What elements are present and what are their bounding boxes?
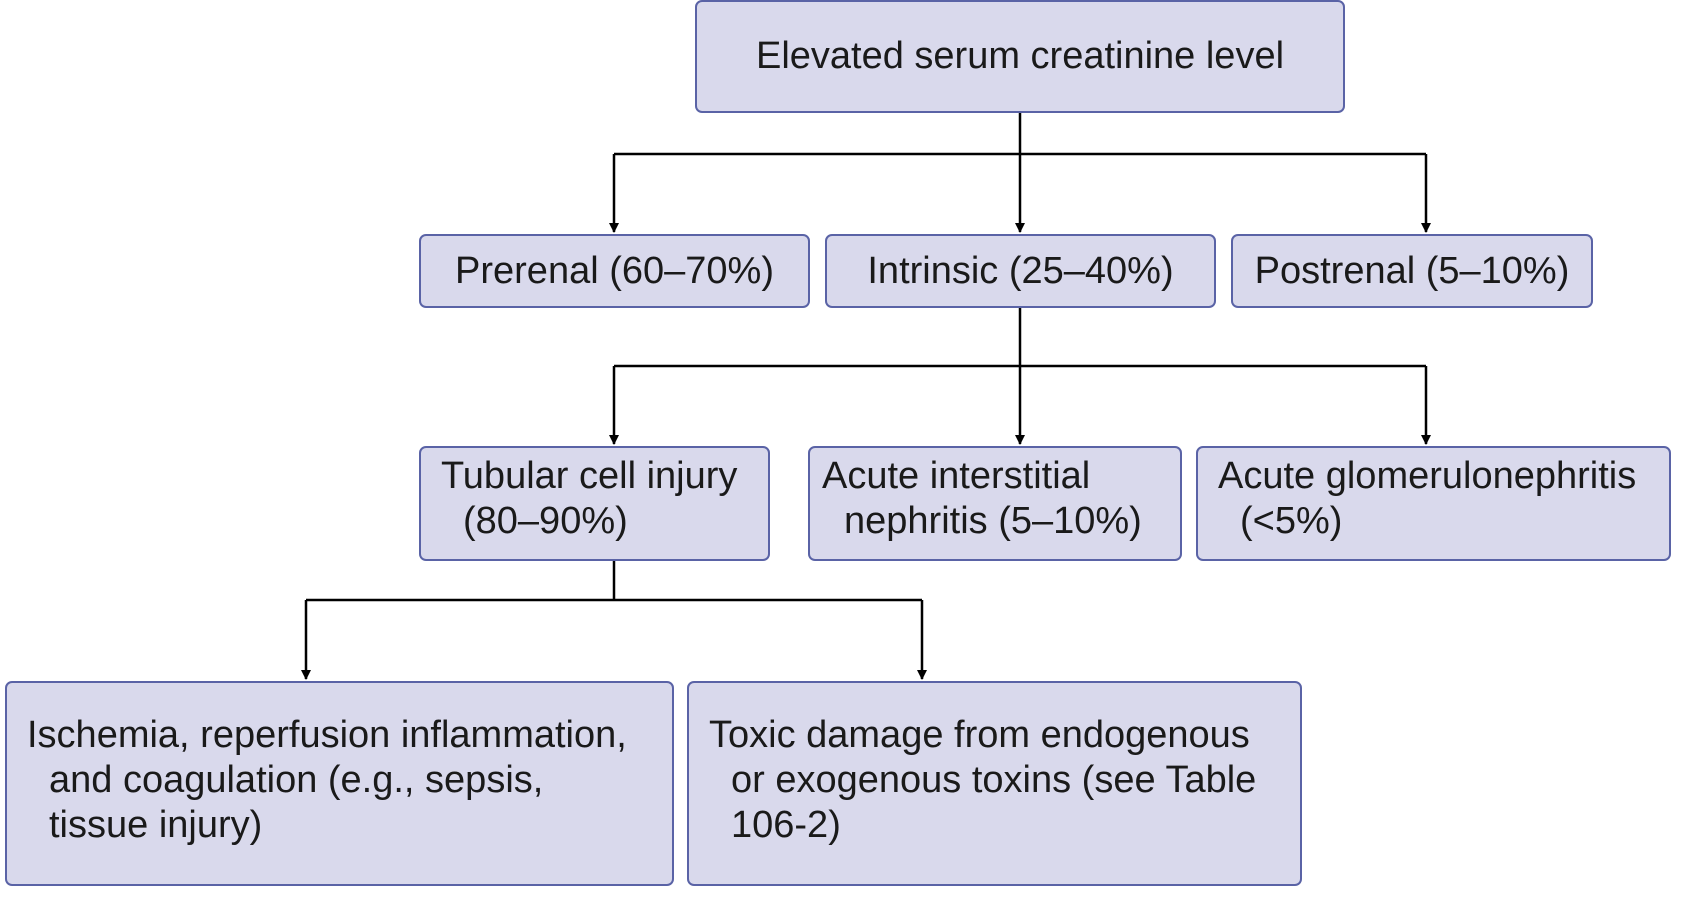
postrenal-label: Postrenal (5–10%) xyxy=(1254,249,1570,292)
toxic-label-line2: or exogenous toxins (see Table xyxy=(731,759,1257,801)
glomerulo-label-line2: (<5%) xyxy=(1240,500,1343,542)
glomerulo-node: Acute glomerulonephritis (<5%) xyxy=(1196,446,1671,561)
prerenal-label: Prerenal (60–70%) xyxy=(455,249,774,292)
interstitial-label-line1: Acute interstitial xyxy=(822,455,1091,497)
tubular-node: Tubular cell injury (80–90%) xyxy=(419,446,770,561)
ischemia-label-line3: tissue injury) xyxy=(49,804,263,846)
ischemia-label-line2: and coagulation (e.g., sepsis, xyxy=(49,759,544,801)
glomerulo-label-line1: Acute glomerulonephritis xyxy=(1218,455,1637,497)
tubular-label-line1: Tubular cell injury xyxy=(441,455,738,497)
prerenal-node: Prerenal (60–70%) xyxy=(419,234,810,308)
ischemia-label-line1: Ischemia, reperfusion inflammation, xyxy=(27,714,627,756)
toxic-label-line1: Toxic damage from endogenous xyxy=(709,714,1250,756)
root-node: Elevated serum creatinine level xyxy=(695,0,1345,113)
toxic-label-line3: 106-2) xyxy=(731,804,841,846)
intrinsic-label: Intrinsic (25–40%) xyxy=(867,249,1174,292)
interstitial-label-line2: nephritis (5–10%) xyxy=(844,500,1142,542)
intrinsic-node: Intrinsic (25–40%) xyxy=(825,234,1216,308)
root-label: Elevated serum creatinine level xyxy=(755,35,1285,77)
postrenal-node: Postrenal (5–10%) xyxy=(1231,234,1593,308)
ischemia-node: Ischemia, reperfusion inflammation, and … xyxy=(5,681,674,886)
toxic-node: Toxic damage from endogenous or exogenou… xyxy=(687,681,1302,886)
tubular-label-line2: (80–90%) xyxy=(463,500,628,542)
interstitial-node: Acute interstitial nephritis (5–10%) xyxy=(808,446,1182,561)
